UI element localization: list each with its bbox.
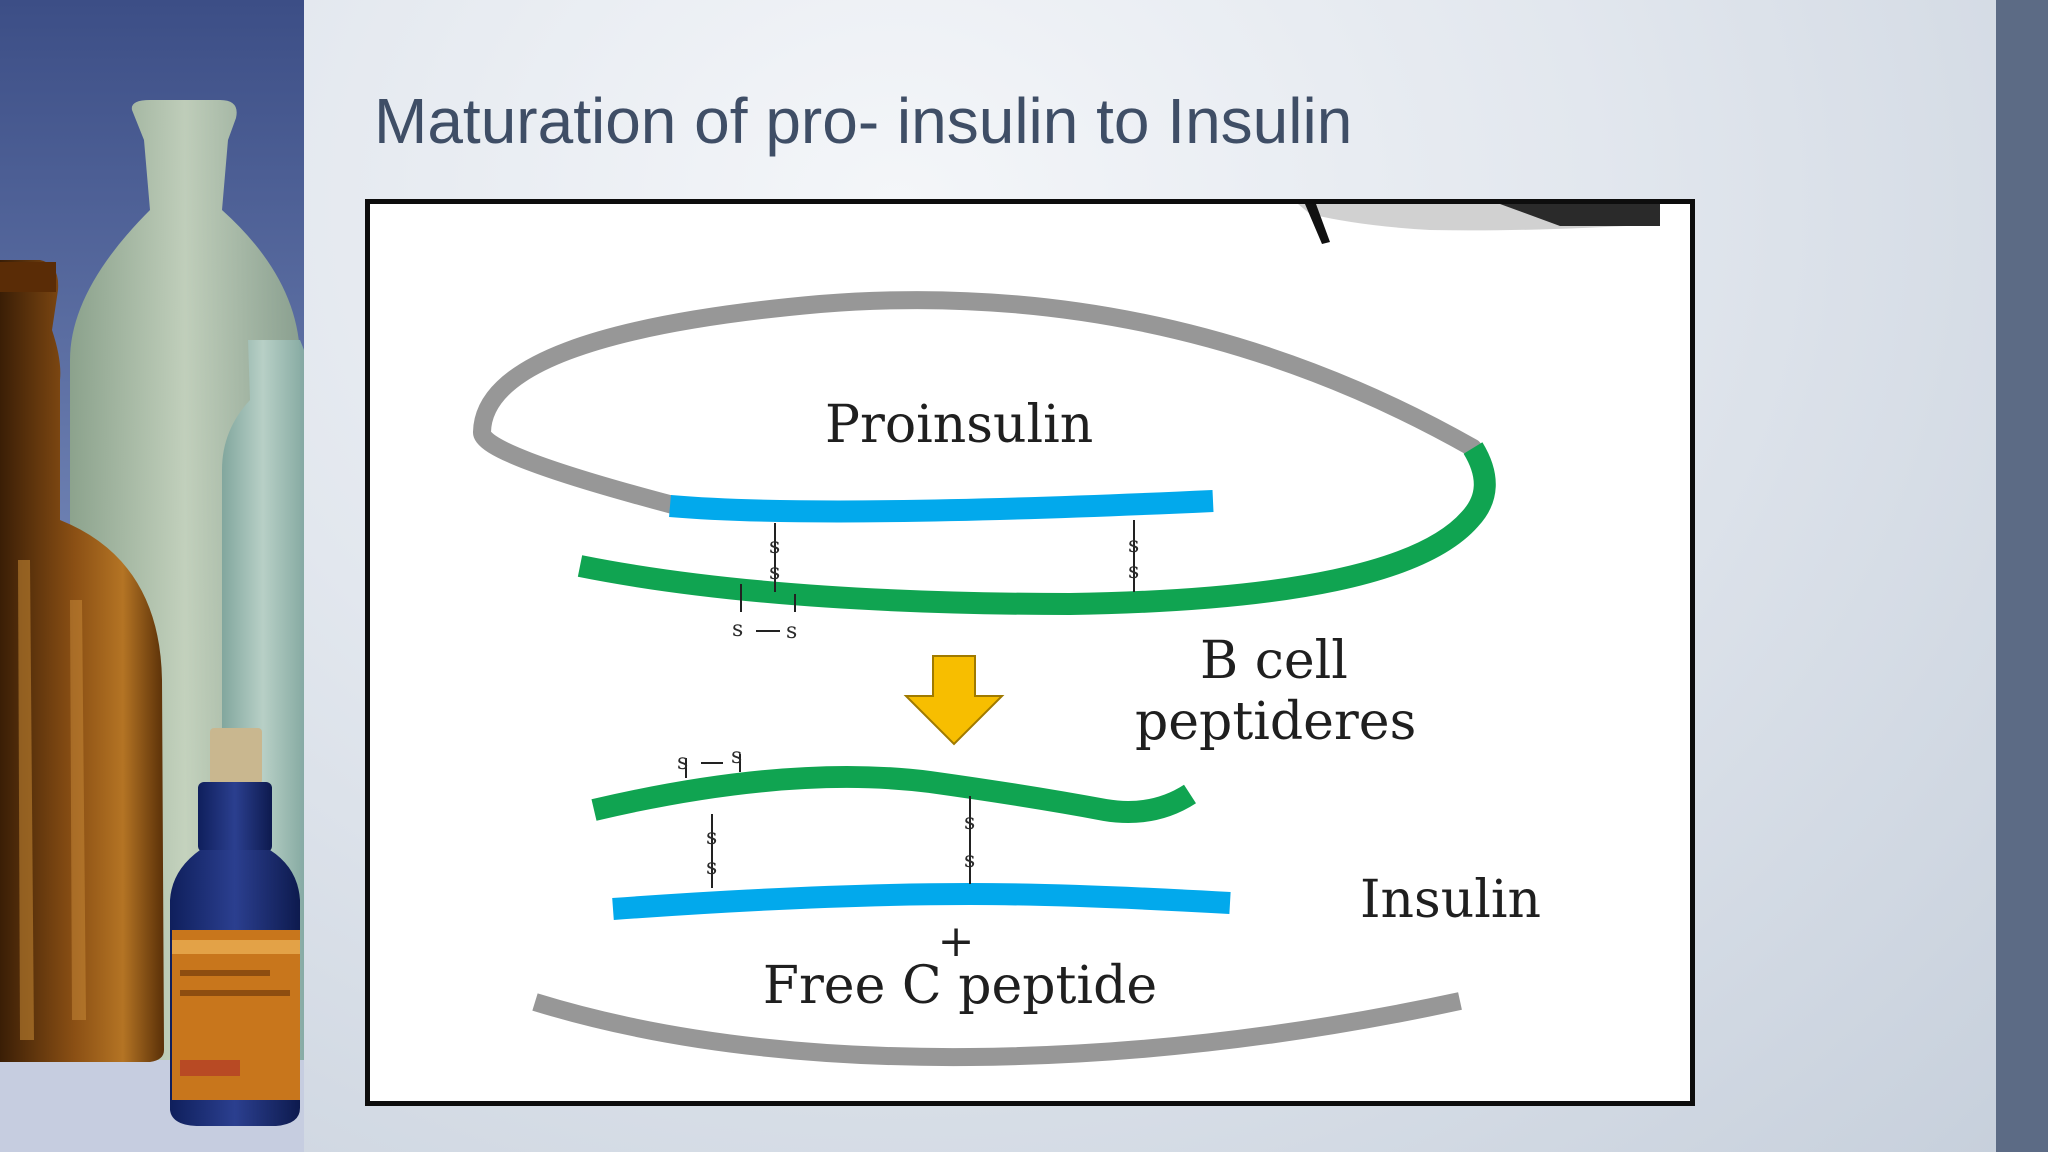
svg-text:s: s (706, 825, 717, 850)
svg-text:s: s (964, 848, 975, 873)
c-peptide-loop (473, 291, 1482, 514)
slide-title: Maturation of pro- insulin to Insulin (374, 85, 1353, 157)
insulin-b-chain (591, 765, 1196, 823)
accent-bar (1996, 0, 2048, 1152)
disulfide-bond: s s (706, 814, 717, 888)
svg-text:s: s (769, 560, 780, 585)
insulin-label: Insulin (1360, 870, 1541, 930)
enzyme-label-line1: B cell (1200, 631, 1348, 691)
plus-sign: + (938, 916, 975, 967)
down-arrow (903, 655, 1005, 746)
enzyme-label-line2: peptideres (1135, 692, 1416, 752)
svg-text:s: s (1128, 533, 1139, 558)
disulfide-bond: s s (1128, 520, 1139, 592)
insulin-a-chain (612, 882, 1231, 920)
medicine-bottles-photo (0, 0, 304, 1152)
proinsulin-b-chain (577, 442, 1496, 616)
svg-text:s: s (1128, 559, 1139, 584)
svg-text:s: s (964, 810, 975, 835)
free-c-peptide (532, 992, 1462, 1067)
svg-text:s: s (769, 534, 780, 559)
svg-text:s: s (677, 750, 688, 775)
svg-text:s: s (706, 855, 717, 880)
intrachain-disulfide-bond: s s (677, 744, 742, 778)
scan-artifact (1500, 204, 1660, 226)
intrachain-disulfide-bond: s s (732, 584, 797, 644)
svg-text:s: s (732, 617, 743, 642)
proinsulin-label: Proinsulin (825, 395, 1093, 455)
disulfide-bond: s s (769, 523, 780, 592)
disulfide-bond: s s (964, 796, 975, 884)
free-c-peptide-label: Free C peptide (763, 956, 1157, 1016)
svg-text:s: s (786, 619, 797, 644)
proinsulin-maturation-diagram: s s s s s s Proinsulin B cell peptideres (473, 204, 1660, 1067)
scan-artifact (1305, 204, 1330, 244)
svg-text:s: s (731, 744, 742, 769)
proinsulin-diagram-frame: s s s s s s Proinsulin B cell peptideres (365, 199, 1695, 1106)
proinsulin-a-chain (669, 490, 1214, 523)
